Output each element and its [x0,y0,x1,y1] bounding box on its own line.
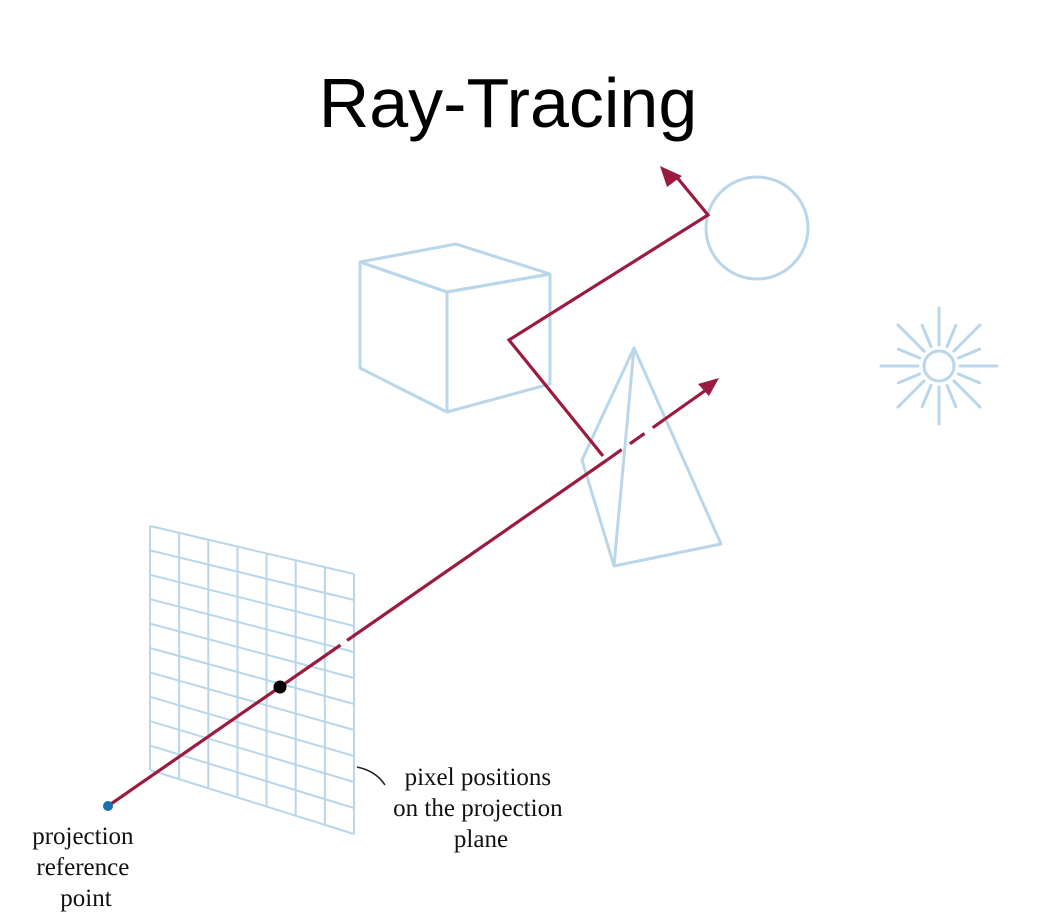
page-title: Ray-Tracing [319,64,698,142]
light-ray-line [896,372,922,385]
grid-row-line [149,647,355,705]
grid-row-line [149,622,355,679]
pixel-label-line-1: pixel positions [405,764,552,791]
pixel-positions-label: pixel positions on the projection plane [393,764,569,853]
grid-row-line [149,549,355,601]
grid-row-line [149,573,355,627]
light-ray-line [956,372,982,385]
transmitted-ray-exit [664,388,707,421]
pixel-label-leader-line [356,766,386,786]
grid-row-line [149,769,355,835]
pyramid-front-edge [612,346,636,568]
reference-point-label: projection reference point [32,823,140,912]
reference-label-line-1: projection [32,823,134,850]
transmitted-ray-dashed [606,417,666,462]
light-ray-line [945,323,958,349]
projection-plane-grid [149,525,355,835]
light-ray-line [896,347,922,360]
grid-row-line [149,695,355,757]
projection-reference-point-marker [103,801,113,811]
light-ray-line [896,379,926,409]
primary-ray-dashed [328,635,353,655]
grid-row-line [149,744,355,809]
primary-ray-front [107,651,330,808]
grid-row-line [149,720,355,783]
light-ray-line [896,323,926,353]
light-source-icon [879,306,999,426]
light-ray-line [920,323,933,349]
pixel-intersection-dot [273,680,287,694]
light-ray-line [956,347,982,360]
reference-label-line-3: point [60,885,111,912]
pixel-label-line-3: plane [454,826,508,853]
light-ray-line [952,323,982,353]
light-ray-line [952,379,982,409]
cube-top-face [358,242,552,294]
pyramid-object [580,346,723,568]
light-core [922,349,956,383]
sphere-object [704,175,810,281]
reflected-ray-path [506,173,711,458]
pixel-label-line-2: on the projection [393,795,563,822]
grid-row-line [149,598,355,653]
cube-left-face [358,260,449,414]
reflected-ray-arrowhead [660,166,682,187]
pyramid-outline [580,346,723,568]
reference-label-line-2: reference [36,854,129,881]
cube-right-face [445,272,552,414]
light-rays [879,306,999,426]
transmitted-ray-arrowhead [698,378,719,396]
light-ray-line [920,383,933,409]
grid-row-line [149,525,355,575]
cube-object [358,242,552,414]
primary-ray-to-pyramid [351,458,608,639]
light-ray-line [945,383,958,409]
ray-paths [107,166,719,808]
grid-row-line [149,671,355,731]
